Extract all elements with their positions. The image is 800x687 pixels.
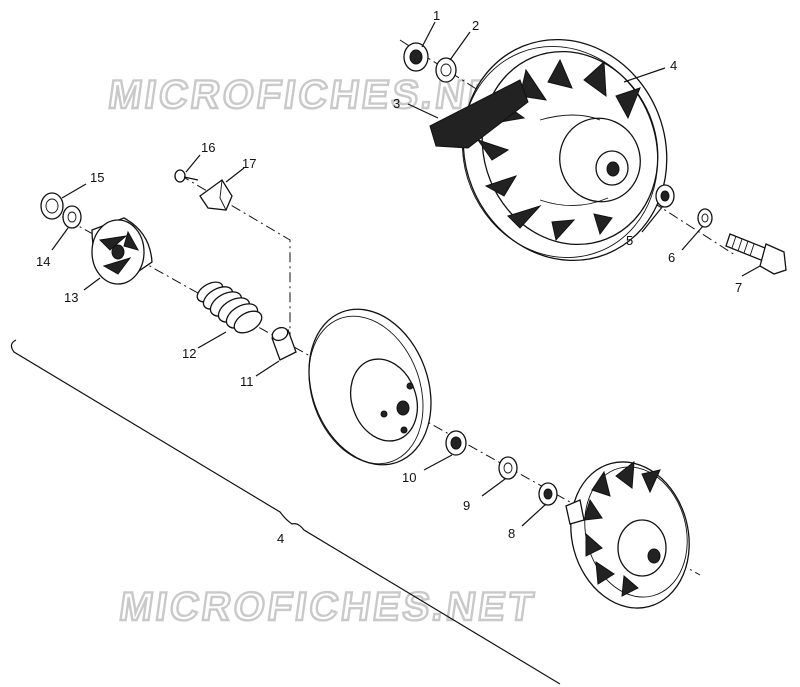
part-17-weight bbox=[199, 179, 233, 211]
fixed-sheave bbox=[565, 460, 690, 609]
callout-8: 8 bbox=[508, 526, 515, 541]
callout-5: 5 bbox=[626, 233, 633, 248]
callout-3: 3 bbox=[393, 96, 400, 111]
part-1-bushing bbox=[403, 42, 429, 72]
watermark-top: MICROFICHES.NET bbox=[106, 72, 528, 117]
part-11-bushing bbox=[271, 326, 297, 361]
part-9-washer bbox=[498, 456, 518, 480]
drive-belt bbox=[429, 79, 529, 149]
callout-17: 17 bbox=[242, 156, 256, 171]
axis-drive-upper bbox=[399, 39, 736, 256]
assembly-bracket bbox=[10, 339, 561, 685]
movable-sheave bbox=[308, 308, 432, 466]
callout-12: 12 bbox=[182, 346, 196, 361]
callout-13: 13 bbox=[64, 290, 78, 305]
callout-4-assembly: 4 bbox=[277, 531, 284, 546]
leader-lines bbox=[51, 21, 761, 527]
callout-4-drive: 4 bbox=[670, 58, 677, 73]
part-16-screw bbox=[174, 169, 199, 183]
part-6-washer bbox=[697, 208, 713, 228]
drive-sheave bbox=[461, 38, 668, 262]
part-15-snap-ring bbox=[40, 192, 64, 220]
part-7-bolt bbox=[725, 233, 787, 275]
callout-2: 2 bbox=[472, 18, 479, 33]
part-2-washer bbox=[435, 57, 457, 83]
callout-6: 6 bbox=[668, 250, 675, 265]
part-14-washer bbox=[62, 205, 82, 229]
part-13-cam bbox=[91, 217, 153, 285]
callout-14: 14 bbox=[36, 254, 50, 269]
callout-16: 16 bbox=[201, 140, 215, 155]
part-10-bushing bbox=[445, 430, 467, 456]
part-12-spring bbox=[196, 281, 263, 334]
part-5-spacer bbox=[655, 184, 675, 208]
callout-1: 1 bbox=[433, 8, 440, 23]
callout-7: 7 bbox=[735, 280, 742, 295]
callout-10: 10 bbox=[402, 470, 416, 485]
part-8-washer bbox=[538, 482, 558, 506]
callout-15: 15 bbox=[90, 170, 104, 185]
callout-11: 11 bbox=[240, 374, 254, 389]
callout-9: 9 bbox=[463, 498, 470, 513]
watermark-bottom: MICROFICHES.NET bbox=[117, 584, 539, 629]
